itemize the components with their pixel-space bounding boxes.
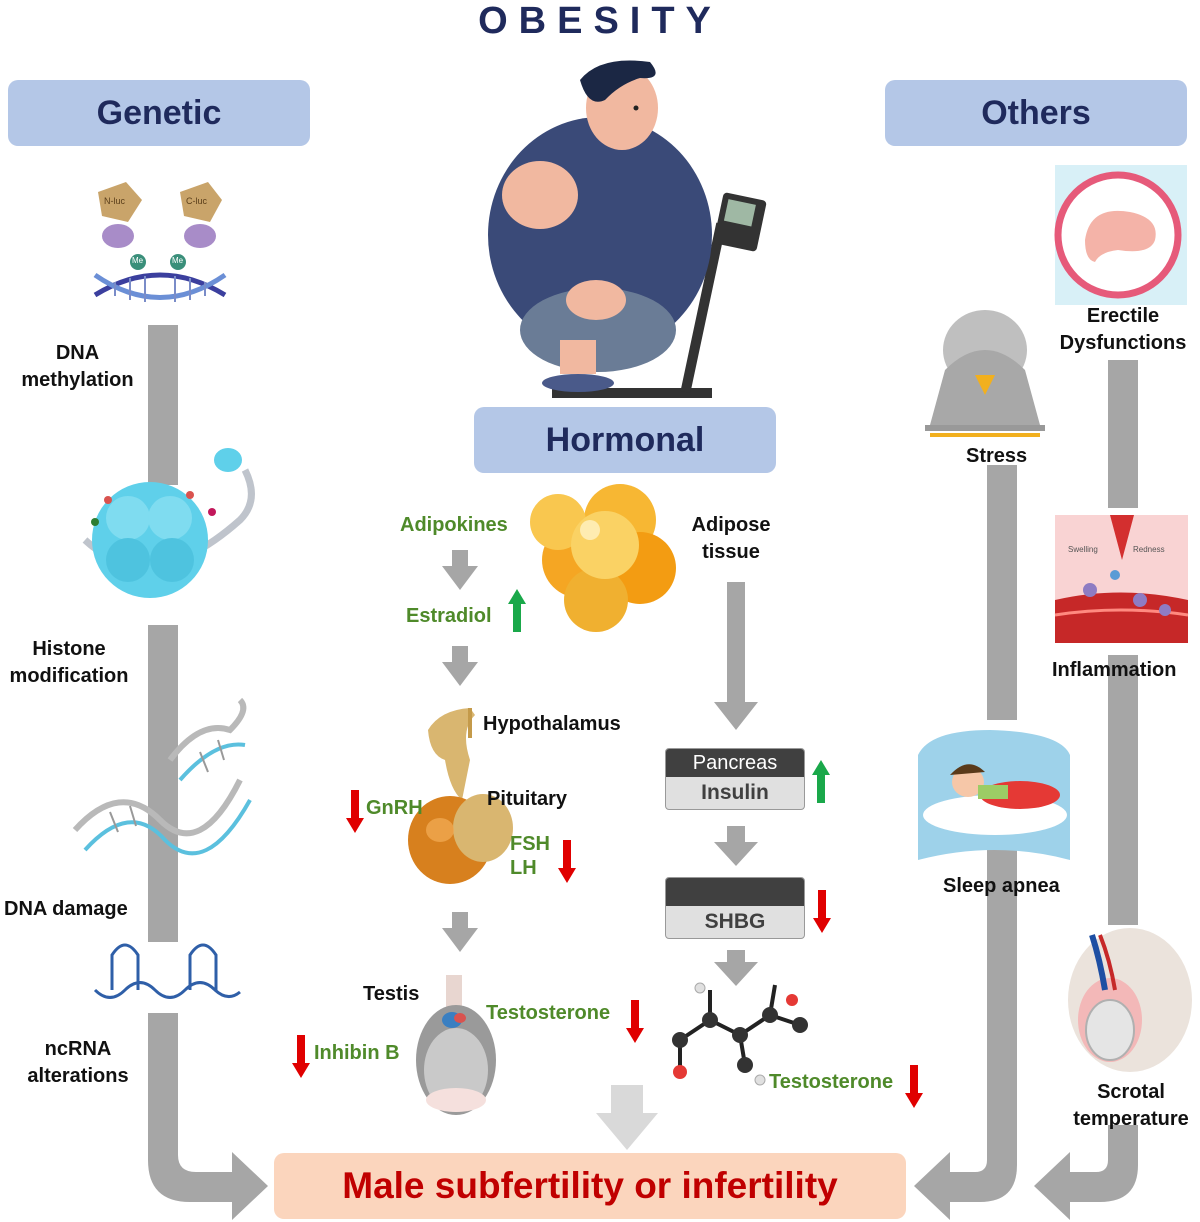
me-label-1: Me: [132, 256, 144, 265]
scrotal-line2: temperature: [1073, 1108, 1189, 1130]
testis-icon: [416, 975, 496, 1115]
adipose-line2: tissue: [702, 541, 760, 563]
hypothalamus-pituitary-icon: [408, 708, 513, 884]
dna-damage-icon: [72, 697, 252, 856]
hormonal-down-arrows: [442, 550, 758, 986]
adipose-line1: Adipose: [691, 514, 771, 536]
genetic-connector-lines: [148, 325, 268, 1220]
dna-methylation-line1: DNA: [55, 342, 100, 364]
dna-methylation-line2: methylation: [21, 369, 134, 391]
dna-methylation-label: DNA methylation: [0, 340, 155, 394]
others-connector-lines: [914, 360, 1138, 1220]
inflammation-label: Inflammation: [1052, 659, 1177, 681]
erectile-line2: Dysfunctions: [1059, 332, 1187, 354]
insulin-up-arrow: [812, 760, 830, 803]
genetic-header: Genetic: [8, 80, 310, 146]
scrotal-temperature-label: Scrotal temperature: [1062, 1079, 1200, 1133]
outcome-box: Male subfertility or infertility: [274, 1153, 906, 1219]
erectile-line1: Erectile: [1086, 305, 1160, 327]
erectile-dysfunction-icon: [1054, 165, 1187, 305]
estradiol-up-arrow: [508, 589, 526, 632]
shbg-label: SHBG: [704, 910, 766, 933]
shbg-header-bar: [666, 878, 804, 906]
c-luc-label: C-luc: [186, 196, 208, 206]
stress-icon: [925, 310, 1045, 437]
pancreas-insulin-box: Pancreas Insulin: [665, 748, 805, 810]
ncrna-line1: ncRNA: [44, 1038, 112, 1060]
testis-label: Testis: [363, 983, 420, 1005]
adipose-tissue-label: Adipose tissue: [676, 512, 786, 566]
redness-label: Redness: [1133, 545, 1165, 554]
inhibin-b-label: Inhibin B: [314, 1042, 400, 1064]
pituitary-label: Pituitary: [487, 788, 568, 810]
gnrh-label: GnRH: [366, 797, 423, 819]
scrotal-icon: [1068, 928, 1192, 1072]
ncrna-icon: [93, 943, 241, 999]
testosterone-left-label: Testosterone: [486, 1002, 611, 1024]
histone-icon: [82, 448, 255, 598]
scrotal-line1: Scrotal: [1097, 1081, 1165, 1103]
dna-damage-label: DNA damage: [4, 898, 128, 920]
testosterone-right-label: Testosterone: [769, 1071, 894, 1093]
histone-modification-label: Histone modification: [0, 636, 138, 690]
insulin-label: Insulin: [701, 781, 769, 804]
histone-line1: Histone: [32, 638, 106, 660]
page-title: OBESITY: [478, 0, 722, 42]
ncrna-line2: alterations: [27, 1065, 129, 1087]
stress-label: Stress: [966, 445, 1028, 467]
fat-cells-icon: [530, 484, 676, 632]
dna-methylation-icon: [93, 182, 227, 302]
swelling-label: Swelling: [1068, 545, 1098, 554]
me-label-2: Me: [172, 256, 184, 265]
obese-man-illustration: [488, 60, 767, 398]
sleep-apnea-icon: [918, 730, 1070, 860]
adipokines-label: Adipokines: [400, 514, 508, 536]
fsh-label: FSH: [510, 833, 550, 855]
testosterone-molecule-icon: [672, 982, 808, 1086]
lh-label: LH: [510, 857, 537, 879]
sleep-apnea-label: Sleep apnea: [943, 875, 1060, 897]
ncrna-label: ncRNA alterations: [10, 1036, 146, 1090]
n-luc-label: N-luc: [104, 196, 126, 206]
erectile-dysfunctions-label: Erectile Dysfunctions: [1050, 303, 1196, 357]
estradiol-label: Estradiol: [406, 605, 492, 627]
shbg-box: SHBG: [665, 877, 805, 939]
pancreas-label: Pancreas: [666, 749, 804, 777]
others-header: Others: [885, 80, 1187, 146]
red-down-arrows: [292, 790, 923, 1108]
hormonal-header: Hormonal: [474, 407, 776, 473]
inflammation-icon: [1054, 515, 1189, 643]
final-down-arrow: [596, 1085, 658, 1150]
hypothalamus-label: Hypothalamus: [483, 713, 621, 735]
histone-line2: modification: [9, 665, 129, 687]
